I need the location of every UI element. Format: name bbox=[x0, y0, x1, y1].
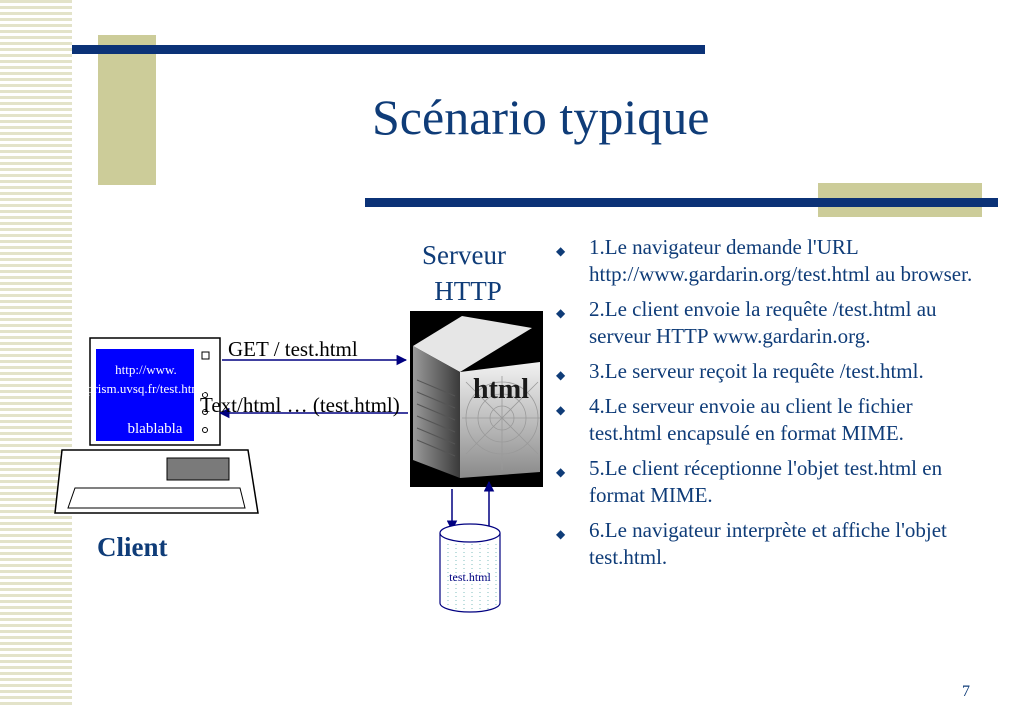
step-text: 2.Le client envoie la requête /test.html… bbox=[589, 297, 937, 348]
title-accent-block bbox=[98, 35, 156, 185]
striped-left-margin bbox=[0, 0, 72, 708]
file-label: test.html bbox=[449, 570, 491, 584]
step-text: 3.Le serveur reçoit la requête /test.htm… bbox=[589, 359, 924, 383]
diamond-bullet-icon: ◆ bbox=[556, 527, 566, 541]
diamond-bullet-icon: ◆ bbox=[556, 465, 566, 479]
screen-url-line2: prism.uvsq.fr/test.html bbox=[87, 381, 205, 396]
step-item: ◆ 4.Le serveur envoie au client le fichie… bbox=[556, 393, 986, 447]
step-item: ◆ 1.Le navigateur demande l'URL http://ww… bbox=[556, 234, 986, 288]
screen-url-line1: http://www. bbox=[115, 362, 177, 377]
server-label-line2: HTTP bbox=[434, 276, 502, 306]
keyboard bbox=[67, 487, 246, 509]
client-computer bbox=[54, 337, 259, 514]
step-item: ◆ 6.Le navigateur interprète et affiche l… bbox=[556, 517, 986, 571]
screen-body-text: blablabla bbox=[128, 421, 183, 437]
browser-screen bbox=[96, 349, 194, 441]
step-item: ◆ 3.Le serveur reçoit la requête /test.ht… bbox=[556, 358, 986, 385]
server-image-text: html bbox=[473, 374, 529, 405]
slide-title: Scénario typique bbox=[372, 89, 710, 145]
step-item: ◆ 5.Le client réceptionne l'objet test.ht… bbox=[556, 455, 986, 509]
request-label: GET / test.html bbox=[228, 337, 358, 361]
title-top-bar bbox=[72, 45, 705, 54]
diamond-bullet-icon: ◆ bbox=[556, 306, 566, 320]
diamond-bullet-icon: ◆ bbox=[556, 403, 566, 417]
server-image: html bbox=[410, 311, 543, 487]
response-label: Text/html … (test.html) bbox=[200, 393, 400, 417]
server-label-line1: Serveur bbox=[422, 240, 506, 270]
steps-list: ◆ 1.Le navigateur demande l'URL http://ww… bbox=[556, 234, 986, 579]
step-text: 4.Le serveur envoie au client le fichier… bbox=[589, 394, 913, 445]
client-label: Client bbox=[97, 532, 168, 562]
step-text: 5.Le client réceptionne l'objet test.htm… bbox=[589, 456, 943, 507]
diamond-bullet-icon: ◆ bbox=[556, 244, 566, 258]
monitor-buttons bbox=[201, 351, 210, 433]
title-bottom-bar bbox=[365, 198, 998, 207]
step-text: 6.Le navigateur interprète et affiche l'… bbox=[589, 518, 947, 569]
file-storage-cylinder bbox=[439, 523, 501, 613]
step-text: 1.Le navigateur demande l'URL http://www… bbox=[589, 235, 973, 286]
step-item: ◆ 2.Le client envoie la requête /test.htm… bbox=[556, 296, 986, 350]
diamond-bullet-icon: ◆ bbox=[556, 368, 566, 382]
disk-drive bbox=[166, 457, 230, 481]
page-number: 7 bbox=[962, 683, 970, 700]
